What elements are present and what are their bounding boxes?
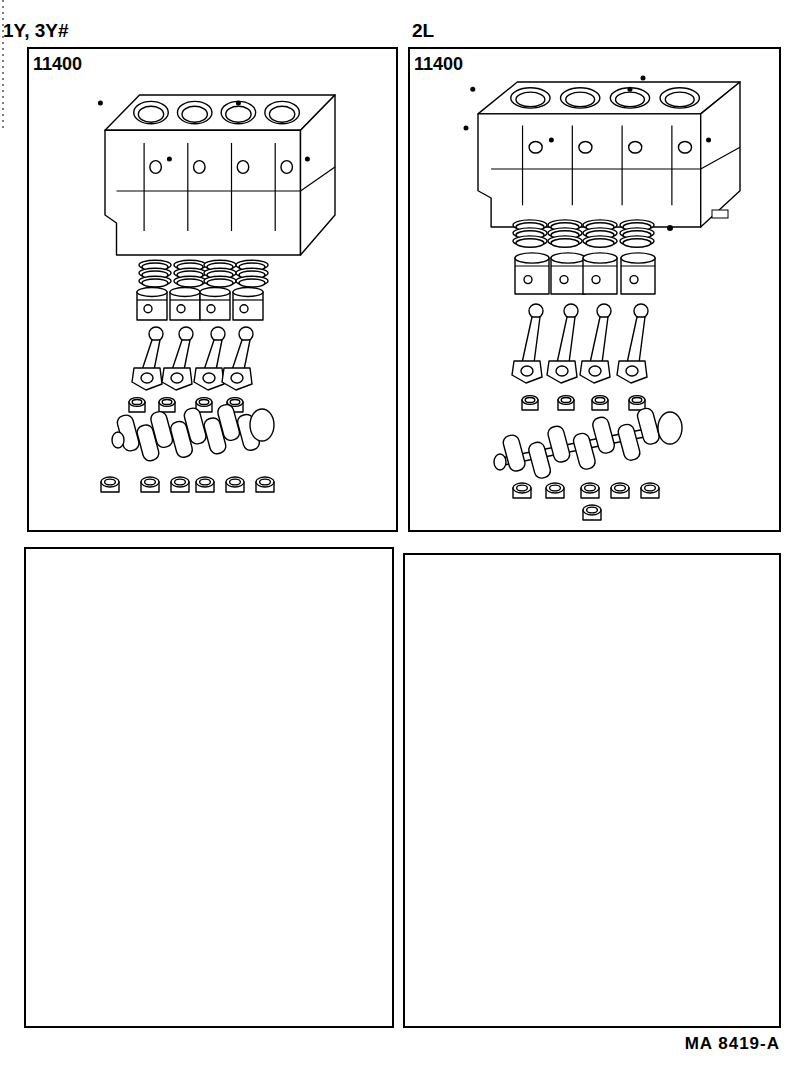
- piston: [515, 253, 655, 294]
- part-number: 11400: [414, 55, 463, 73]
- crankshaft: [112, 403, 274, 462]
- cylinder-block: [470, 82, 740, 227]
- margin-dots: [3, 0, 4, 130]
- parts-panel: 2L11400: [408, 47, 781, 532]
- main-bearing: [101, 477, 274, 492]
- rod-bearing: [522, 396, 645, 410]
- connecting-rod: [512, 304, 648, 383]
- connecting-rod: [132, 327, 253, 390]
- parts-panel: 1Y, 3Y#11400: [27, 47, 398, 532]
- piston: [137, 288, 263, 321]
- empty-panel: [25, 548, 393, 1027]
- part-number: 11400: [33, 55, 82, 73]
- piston-rings: [513, 220, 654, 247]
- cylinder-block: [98, 95, 335, 255]
- piston-rings: [139, 260, 268, 287]
- thrust-washer: [583, 505, 601, 520]
- engine-heading: 2L: [412, 21, 434, 40]
- main-bearing: [513, 483, 659, 498]
- empty-panel: [404, 554, 780, 1027]
- figure-code: MA 8419-A: [685, 1035, 780, 1052]
- crankshaft: [494, 407, 682, 480]
- engine-heading: 1Y, 3Y#: [3, 21, 69, 40]
- plug: [712, 210, 728, 218]
